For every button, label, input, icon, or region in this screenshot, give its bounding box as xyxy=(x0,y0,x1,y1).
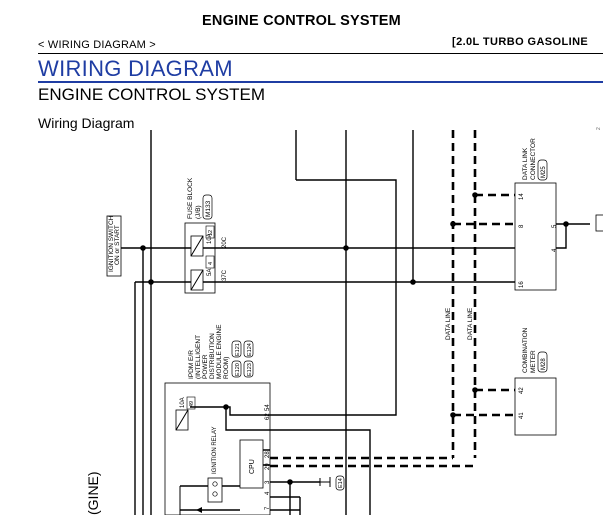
data-line-label-2: DATA LINE xyxy=(467,307,474,340)
ipdm-pin-7: 7 xyxy=(265,506,271,510)
dlc-pin-14: 14 xyxy=(519,193,525,200)
ipdm-label: IPDM E/R xyxy=(188,350,195,379)
diagram-title: Wiring Diagram xyxy=(38,115,135,131)
fuse-top-num: 12 xyxy=(208,230,214,236)
fuse-block-label: FUSE BLOCK xyxy=(187,177,194,219)
dlc-pin-16: 16 xyxy=(519,281,525,288)
breadcrumb-label: < WIRING DIAGRAM > xyxy=(38,39,156,51)
ipdm-pin-4: 4 xyxy=(265,491,271,495)
ipdm-pin-54: 54 xyxy=(265,404,271,411)
ignition-relay-box xyxy=(207,477,223,503)
header-divider xyxy=(38,53,603,54)
combination-meter-connector: M28 xyxy=(541,358,547,370)
dlc-label: DATA LINK xyxy=(522,147,529,180)
ipdm-label-6: ROOM) xyxy=(223,357,230,379)
page-header-title: ENGINE CONTROL SYSTEM xyxy=(202,13,401,29)
combination-meter-sub: METER xyxy=(530,350,537,373)
ignition-switch-label: IGNITION SWITCH xyxy=(108,215,115,272)
ipdm-pin-62: 62 xyxy=(265,413,271,420)
section-title: WIRING DIAGRAM xyxy=(38,56,233,81)
ipdm-label-4: DISTRIBUTION xyxy=(209,333,216,379)
fuse-bottom-num: 4 xyxy=(208,262,214,265)
dlc-pin-4: 4 xyxy=(552,248,558,252)
dlc-label-2: CONNECTOR xyxy=(530,138,537,180)
ignition-relay-label: IGNITION RELAY xyxy=(212,426,218,474)
combination-meter-box xyxy=(514,377,557,436)
section-divider xyxy=(38,81,603,83)
side-label: (GINE) xyxy=(85,471,101,515)
ipdm-pin-3: 3 xyxy=(265,480,271,484)
dlc-connector: M25 xyxy=(541,166,547,178)
fuse-term-bottom: 37C xyxy=(222,269,228,281)
fuse-block-connector: M133 xyxy=(205,200,212,217)
fuse-term-top: 20C xyxy=(222,236,228,248)
ipdm-connector-e123: E123 xyxy=(247,363,253,376)
dlc-pin-6: 8 xyxy=(519,224,525,228)
page-subtitle: ENGINE CONTROL SYSTEM xyxy=(38,85,266,104)
combination-meter-label: COMBINATION xyxy=(522,327,529,373)
ignition-switch-state: ON or START xyxy=(114,225,121,265)
data-line-label-1: DATA LINE xyxy=(445,307,452,340)
fuse-block-sub: (J/B) xyxy=(195,205,202,219)
ipdm-connector-e121: E121 xyxy=(235,343,241,356)
ipdm-label-3: POWER xyxy=(202,354,209,379)
engine-variant-label: [2.0L TURBO GASOLINE xyxy=(452,36,589,48)
fuse-bottom-amp: 5A xyxy=(207,269,213,276)
fuse-block-box xyxy=(184,222,216,294)
cpu-box xyxy=(239,439,264,489)
ipdm-box xyxy=(164,382,271,515)
data-link-connector-box xyxy=(514,182,557,291)
ground-connector: E14 xyxy=(338,478,344,488)
corner-mark: 2 xyxy=(596,127,602,130)
ipdm-pin-28: 28 xyxy=(265,451,271,458)
dlc-pin-5: 5 xyxy=(552,224,558,228)
ignition-switch-box xyxy=(106,215,122,277)
ipdm-label-2: (INTELLIGENT xyxy=(195,335,202,379)
breadcrumb[interactable]: < WIRING DIAGRAM > xyxy=(38,39,156,51)
cpu-label: CPU xyxy=(249,459,256,474)
ipdm-connector-e124: E124 xyxy=(247,343,253,356)
ipdm-fuse-amp: 10A xyxy=(180,397,186,408)
ipdm-label-5: MODULE ENGINE xyxy=(216,324,223,379)
ipdm-fuse-num: 49 xyxy=(189,401,195,407)
fuse-top-amp: 10A xyxy=(207,233,213,244)
ipdm-pin-29: 29 xyxy=(265,463,271,470)
meter-pin-41: 41 xyxy=(519,412,525,419)
ipdm-connector-e120: E120 xyxy=(235,363,241,376)
meter-pin-42: 42 xyxy=(519,387,525,394)
